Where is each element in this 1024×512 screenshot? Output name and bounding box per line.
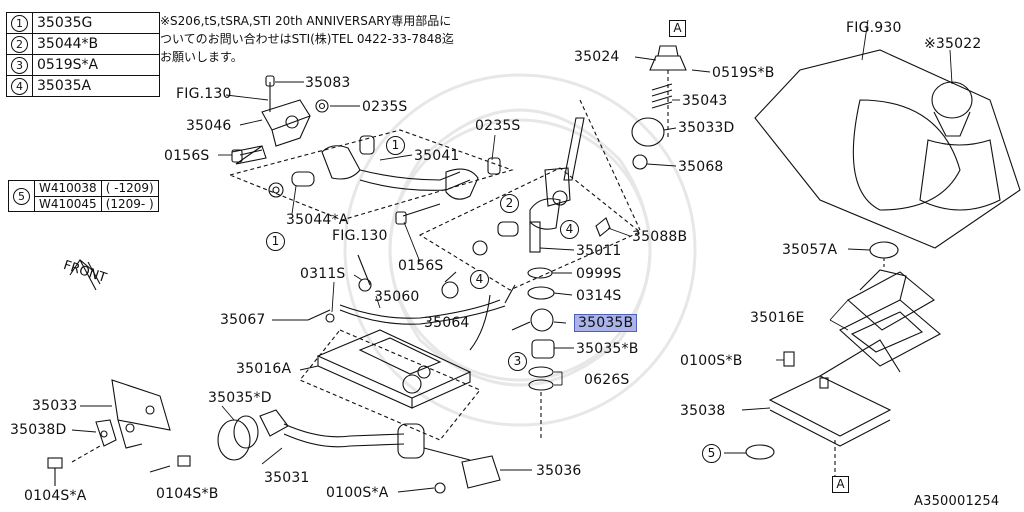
part-label-35067[interactable]: 35067 bbox=[220, 312, 266, 328]
note-line: お願いします。 bbox=[160, 50, 243, 64]
legend-num: 2 bbox=[11, 35, 28, 53]
part-label-0999s[interactable]: 0999S bbox=[576, 266, 622, 282]
part-label-0626s[interactable]: 0626S bbox=[584, 372, 630, 388]
shift-rod bbox=[217, 409, 501, 494]
legend-num: 4 bbox=[11, 77, 28, 95]
callout-3: 3 bbox=[508, 352, 527, 371]
part-label-35035d[interactable]: 35035*D bbox=[208, 390, 272, 406]
part-label-35044a[interactable]: 35044*A bbox=[286, 212, 349, 228]
legend-part: W410045 bbox=[34, 195, 102, 212]
legend-row: 3 0519S*A bbox=[6, 54, 160, 76]
legend-num: 1 bbox=[11, 14, 28, 32]
part-label-35035b-2[interactable]: 35035*B bbox=[576, 341, 639, 357]
legend-row: 2 35044*B bbox=[6, 33, 160, 55]
part-label-0314s[interactable]: 0314S bbox=[576, 288, 622, 304]
part-label-0104sb[interactable]: 0104S*B bbox=[156, 486, 219, 502]
part-label-35088b[interactable]: 35088B bbox=[632, 229, 688, 245]
fig-ref-930[interactable]: FIG.930 bbox=[846, 20, 902, 36]
callout-4: 4 bbox=[560, 220, 579, 239]
leader-lines bbox=[71, 19, 953, 493]
upper-link-assembly bbox=[228, 75, 514, 225]
part-label-0104sa[interactable]: 0104S*A bbox=[24, 488, 87, 504]
part-label-0156s[interactable]: 0156S bbox=[164, 148, 210, 164]
part-label-35035b-highlighted[interactable]: 35035B bbox=[574, 314, 638, 332]
shift-cable bbox=[307, 254, 516, 351]
shifter-base-plate bbox=[299, 329, 481, 441]
part-label-35083[interactable]: 35083 bbox=[305, 75, 351, 91]
legend-num: 5 bbox=[13, 187, 30, 205]
catalog-id: A350001254 bbox=[914, 494, 1000, 509]
legend-row: 4 35035A bbox=[6, 75, 160, 97]
part-label-0519sb[interactable]: 0519S*B bbox=[712, 65, 775, 81]
fig-ref-130-mid[interactable]: FIG.130 bbox=[332, 228, 388, 244]
legend-range: (1209- ) bbox=[100, 195, 159, 212]
special-parts-note: ※S206,tS,tSRA,STI 20th ANNIVERSARY専用部品に … bbox=[160, 12, 454, 66]
callout-5: 5 bbox=[702, 444, 721, 463]
watermark-emblem bbox=[343, 73, 697, 427]
ref-box-a-top: A bbox=[669, 20, 686, 37]
callout-2: 2 bbox=[500, 194, 519, 213]
legend-range: ( -1209) bbox=[100, 180, 159, 197]
part-label-35046[interactable]: 35046 bbox=[186, 118, 232, 134]
legend-row: W410045 (1209- ) bbox=[9, 195, 159, 212]
part-label-0235s[interactable]: 0235S bbox=[362, 99, 408, 115]
part-label-35057a[interactable]: 35057A bbox=[782, 242, 838, 258]
part-label-35022[interactable]: ※35022 bbox=[924, 36, 982, 52]
part-label-35038d[interactable]: 35038D bbox=[10, 422, 67, 438]
shift-knob-parts bbox=[631, 45, 711, 170]
part-label-35016a[interactable]: 35016A bbox=[236, 361, 292, 377]
part-label-35031[interactable]: 35031 bbox=[264, 470, 310, 486]
fig-ref-130-top[interactable]: FIG.130 bbox=[176, 86, 232, 102]
part-label-35016e[interactable]: 35016E bbox=[750, 310, 805, 326]
part-label-35060[interactable]: 35060 bbox=[374, 289, 420, 305]
note-line: ついてのお問い合わせはSTI(株)TEL 0422-33-7848迄 bbox=[160, 32, 454, 46]
legend-part: 35035A bbox=[32, 75, 160, 97]
callout-1: 1 bbox=[386, 136, 405, 155]
part-label-35043[interactable]: 35043 bbox=[682, 93, 728, 109]
note-line: ※S206,tS,tSRA,STI 20th ANNIVERSARY専用部品に bbox=[160, 14, 452, 28]
legend-part: W410038 bbox=[34, 180, 102, 197]
part-label-0100sb[interactable]: 0100S*B bbox=[680, 353, 743, 369]
part-label-35036[interactable]: 35036 bbox=[536, 463, 582, 479]
legend-table-top: 1 35035G 2 35044*B 3 0519S*A 4 35035A bbox=[6, 12, 160, 97]
part-label-35033[interactable]: 35033 bbox=[32, 398, 78, 414]
part-label-35041[interactable]: 35041 bbox=[414, 148, 460, 164]
legend-row: 5 W410038 ( -1209) bbox=[8, 180, 159, 212]
legend-part: 35035G bbox=[32, 12, 160, 34]
lower-console-assembly bbox=[745, 241, 941, 476]
legend-part: 35044*B bbox=[32, 33, 160, 55]
lower-bracket-assembly bbox=[47, 379, 191, 486]
legend-table-five: 5 W410038 ( -1209) W410045 (1209- ) bbox=[8, 180, 159, 212]
front-arrow-icon bbox=[69, 259, 101, 291]
part-label-35011[interactable]: 35011 bbox=[576, 243, 622, 259]
ref-box-a-bottom: A bbox=[832, 476, 849, 493]
part-label-35038[interactable]: 35038 bbox=[680, 403, 726, 419]
legend-row: 1 35035G bbox=[6, 12, 160, 34]
callout-4: 4 bbox=[470, 270, 489, 289]
legend-part: 0519S*A bbox=[32, 54, 160, 76]
part-label-0100sa[interactable]: 0100S*A bbox=[326, 485, 389, 501]
part-label-0311s[interactable]: 0311S bbox=[300, 266, 346, 282]
console-boot bbox=[754, 49, 1021, 249]
part-label-35064[interactable]: 35064 bbox=[424, 315, 470, 331]
part-label-0235s-b[interactable]: 0235S bbox=[475, 118, 521, 134]
part-label-0156s-b[interactable]: 0156S bbox=[398, 258, 444, 274]
part-label-35033d[interactable]: 35033D bbox=[678, 120, 735, 136]
part-label-35068[interactable]: 35068 bbox=[678, 159, 724, 175]
part-label-35024[interactable]: 35024 bbox=[574, 49, 620, 65]
legend-num: 3 bbox=[11, 56, 28, 74]
callout-1: 1 bbox=[266, 232, 285, 251]
